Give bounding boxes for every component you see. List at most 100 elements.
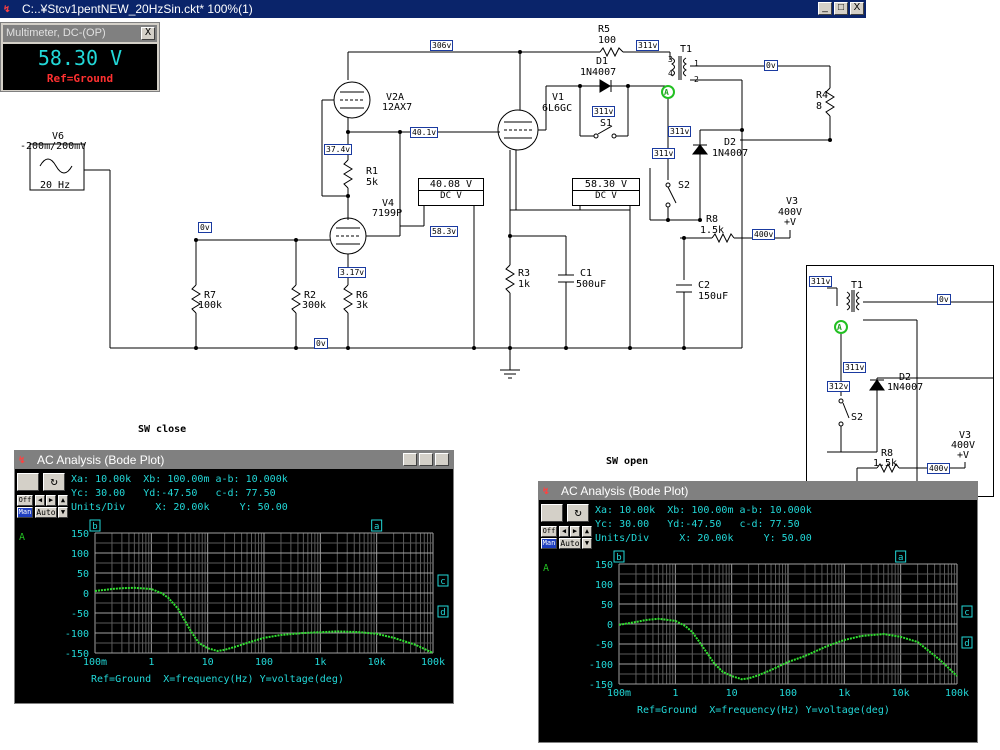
ac-left-off-button[interactable]: Off xyxy=(17,495,33,506)
node-tag-400v: 400v xyxy=(752,229,776,240)
v6-value: -200m/200mV xyxy=(20,141,87,152)
r7-name: R7 xyxy=(204,290,217,301)
ac-right-title-bar[interactable]: ↯ AC Analysis (Bode Plot) xyxy=(539,482,977,500)
node-tag-3v: 3.17v xyxy=(338,267,367,278)
ac-left-auto-button[interactable]: Auto xyxy=(35,507,57,518)
ac-right-off-button[interactable]: Off xyxy=(541,526,557,537)
ac-left-plot-icon[interactable] xyxy=(17,473,39,491)
ac-left-down-arrow-icon[interactable]: ▼ xyxy=(58,507,68,518)
inset-probe-a-marker xyxy=(834,320,848,334)
voltmeter-2[interactable]: 58.30 V DC V xyxy=(572,178,640,206)
node-tag-311v-d2: 311v xyxy=(668,126,692,137)
ac-right-auto-button[interactable]: Auto xyxy=(559,538,581,549)
ac-left-x-tick: 100m xyxy=(83,657,107,668)
ac-left-x-tick: 1k xyxy=(314,657,326,668)
ac-left-y-tick: 150 xyxy=(71,529,89,540)
voltmeter-1[interactable]: 40.08 V DC V xyxy=(418,178,484,206)
ac-left-man-button[interactable]: Man xyxy=(17,507,33,518)
node-tag-0v-input: 0v xyxy=(198,222,212,233)
voltmeter-1-mode: DC V xyxy=(440,191,462,201)
ac-left-readout-2: Yc: 30.00 Yd:-47.50 c-d: 77.50 xyxy=(71,488,276,499)
ac-right-x-tick: 1 xyxy=(672,688,678,699)
ac-left-up-arrow-icon[interactable]: ▲ xyxy=(58,495,68,506)
v1-value: 6L6GC xyxy=(542,103,573,114)
node-tag-0v-bottom: 0v xyxy=(314,338,328,349)
node-tag-37v: 37.4v xyxy=(324,144,353,155)
window-title: C:..¥Stcv1pentNEW_20HzSin.ckt* 100%(1) xyxy=(22,2,253,16)
ac-left-y-tick: -50 xyxy=(71,609,89,620)
multimeter-title: Multimeter, DC-(OP) xyxy=(3,25,157,42)
ac-left-refresh-icon[interactable]: ↻ xyxy=(43,473,65,491)
ac-right-y-tick: -150 xyxy=(589,680,613,691)
ac-left-x-tick: 1 xyxy=(148,657,154,668)
ac-analysis-window-sw-close[interactable]: ↯ AC Analysis (Bode Plot) ↻ Off Man Auto… xyxy=(14,450,454,704)
ac-left-minimize-button[interactable] xyxy=(403,453,417,466)
minimize-button[interactable]: _ xyxy=(818,2,832,15)
ac-left-x-tick: 100k xyxy=(421,657,445,668)
main-window-title-bar[interactable]: ↯ C:..¥Stcv1pentNEW_20HzSin.ckt* 100%(1)… xyxy=(0,0,866,18)
ac-right-refresh-icon[interactable]: ↻ xyxy=(567,504,589,522)
probe-a-label: A xyxy=(664,88,669,97)
r2-value: 300k xyxy=(302,300,327,311)
ac-right-cursor-b-box xyxy=(613,550,625,563)
inset-tag-311v-top: 311v xyxy=(809,276,833,287)
ac-left-next-arrow-icon[interactable]: ▶ xyxy=(46,495,56,506)
voltmeter-1-value: 40.08 V xyxy=(419,179,483,191)
t1-name: T1 xyxy=(680,44,693,55)
v6-name: V6 xyxy=(52,131,65,142)
ac-left-close-button[interactable] xyxy=(435,453,449,466)
ac-left-cursor-d-box xyxy=(437,605,449,618)
caption-sw-close: SW close xyxy=(138,424,187,435)
ac-left-y-tick: 0 xyxy=(83,589,89,600)
ac-right-title: AC Analysis (Bode Plot) xyxy=(561,484,689,498)
inset-d2-name: D2 xyxy=(899,372,912,383)
ac-right-x-tick: 100m xyxy=(607,688,631,699)
r4-name: R4 xyxy=(816,90,829,101)
multimeter-ref: Ref=Ground xyxy=(46,72,114,85)
inset-d2-value: 1N4007 xyxy=(887,382,924,393)
d2-value: 1N4007 xyxy=(712,148,749,159)
inset-v3-value: 400V xyxy=(951,440,976,451)
multimeter-window[interactable]: Multimeter, DC-(OP) X 58.30 V Ref=Ground xyxy=(0,22,160,92)
ac-right-y-tick: 150 xyxy=(595,560,613,571)
probe-a-marker[interactable] xyxy=(661,85,675,99)
r3-name: R3 xyxy=(518,268,531,279)
d1-name: D1 xyxy=(596,56,609,67)
ac-right-cursor-c-box xyxy=(961,605,973,618)
ac-right-prev-arrow-icon[interactable]: ◀ xyxy=(559,526,569,537)
inset-v3-sign: +V xyxy=(957,450,970,461)
ac-right-y-tick: -50 xyxy=(595,640,613,651)
ac-left-x-tick: 100 xyxy=(255,657,273,668)
ac-analysis-window-sw-open[interactable]: ↯ AC Analysis (Bode Plot) ↻ Off Man Auto… xyxy=(538,481,978,743)
ac-left-maximize-button[interactable] xyxy=(419,453,433,466)
node-tag-311v-s1: 311v xyxy=(592,106,616,117)
r4-value: 8 xyxy=(816,101,823,112)
ac-left-prev-arrow-icon[interactable]: ◀ xyxy=(35,495,45,506)
inset-tag-312v: 312v xyxy=(827,381,851,392)
ac-right-cursor-c: c xyxy=(964,608,969,618)
multimeter-close-button[interactable]: X xyxy=(141,27,155,40)
ac-right-next-arrow-icon[interactable]: ▶ xyxy=(570,526,580,537)
inset-probe-a-label: A xyxy=(837,323,842,332)
ac-right-man-button[interactable]: Man xyxy=(541,538,557,549)
ac-right-y-tick: 0 xyxy=(607,620,613,631)
ac-right-x-tick: 10 xyxy=(726,688,738,699)
close-button[interactable]: X xyxy=(850,2,864,15)
ac-right-up-arrow-icon[interactable]: ▲ xyxy=(582,526,592,537)
c1-name: C1 xyxy=(580,268,593,279)
ac-left-title-bar[interactable]: ↯ AC Analysis (Bode Plot) xyxy=(15,451,453,469)
ac-right-y-tick: -100 xyxy=(589,660,613,671)
d2-name: D2 xyxy=(724,137,737,148)
maximize-button[interactable]: □ xyxy=(834,2,848,15)
inset-t1-name: T1 xyxy=(851,280,864,291)
r8-value: 1.5k xyxy=(700,225,725,236)
c1-value: 500uF xyxy=(576,279,607,290)
ac-right-cursor-a: a xyxy=(898,553,903,563)
r6-value: 3k xyxy=(356,300,369,311)
ac-right-down-arrow-icon[interactable]: ▼ xyxy=(582,538,592,549)
ac-right-plot-icon[interactable] xyxy=(541,504,563,522)
ac-right-readout-3: Units/Div X: 20.00k Y: 50.00 xyxy=(595,533,812,544)
